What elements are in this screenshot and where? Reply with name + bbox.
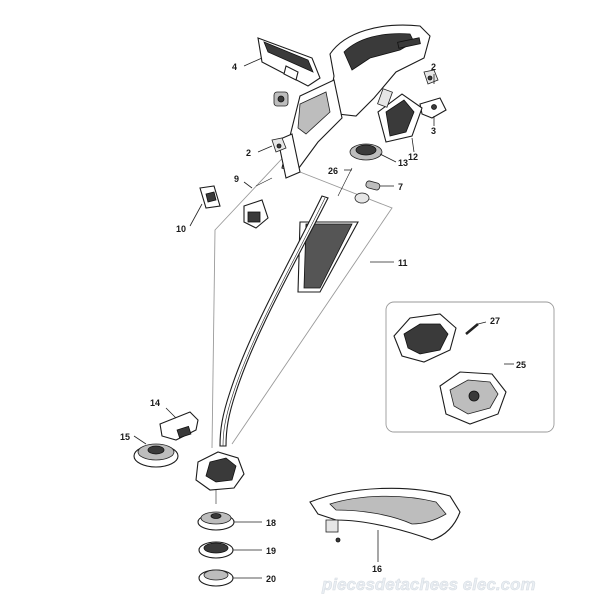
part-label-10: 10 (176, 224, 186, 234)
latch-part (199, 185, 221, 209)
gear-wheel-part (133, 443, 179, 468)
site-watermark: piecesdetachees elec.com (321, 575, 536, 594)
drive-cable-part (297, 221, 359, 293)
screw-clip-lower-part (271, 137, 287, 153)
part-label-9: 9 (234, 174, 239, 184)
spool-part (197, 511, 235, 531)
main-housing-part (277, 24, 431, 179)
part-label-19: 19 (266, 546, 276, 556)
bearing-part (365, 180, 381, 191)
part-label-12: 12 (408, 152, 418, 162)
part-label-14: 14 (150, 398, 160, 408)
leader-lines (133, 57, 514, 579)
spool-cover-part (393, 313, 507, 425)
part-label-18: 18 (266, 518, 276, 528)
motor-part (377, 88, 423, 143)
screw-clip-upper-part (423, 69, 439, 85)
part-label-2-upper: 2 (431, 62, 436, 72)
part-label-4: 4 (232, 62, 237, 72)
trimmer-head-housing-part (195, 451, 245, 504)
part-label-3: 3 (431, 126, 436, 136)
part-label-16: 16 (372, 564, 382, 574)
bracket-part (419, 97, 447, 119)
cap-part (198, 569, 234, 587)
assembly-frame (211, 147, 393, 449)
part-label-11: 11 (398, 258, 408, 268)
part-label-7: 7 (398, 182, 403, 192)
ferrule-part (354, 192, 370, 204)
clamp-part (243, 177, 273, 229)
shaft-pin-part (337, 167, 353, 197)
shaft-tube-part (219, 195, 329, 447)
part-label-26: 26 (328, 166, 338, 176)
part-label-2-lower: 2 (246, 148, 251, 158)
cover-screw-part (465, 323, 479, 335)
guard-part (309, 487, 461, 543)
part-label-20: 20 (266, 574, 276, 584)
handle-grip-part (257, 37, 321, 87)
fan-disc-part (349, 143, 383, 161)
part-label-25: 25 (516, 360, 526, 370)
part-label-15: 15 (120, 432, 130, 442)
part-number-labels: 4 2 3 2 12 13 26 7 9 10 11 27 25 14 15 1… (120, 62, 526, 584)
spool-cover-inset-box (385, 301, 555, 433)
part-label-13: 13 (398, 158, 408, 168)
part-label-27: 27 (490, 316, 500, 326)
spring-ring-part (198, 541, 234, 559)
lever-part (159, 411, 199, 441)
switch-part (273, 91, 289, 107)
